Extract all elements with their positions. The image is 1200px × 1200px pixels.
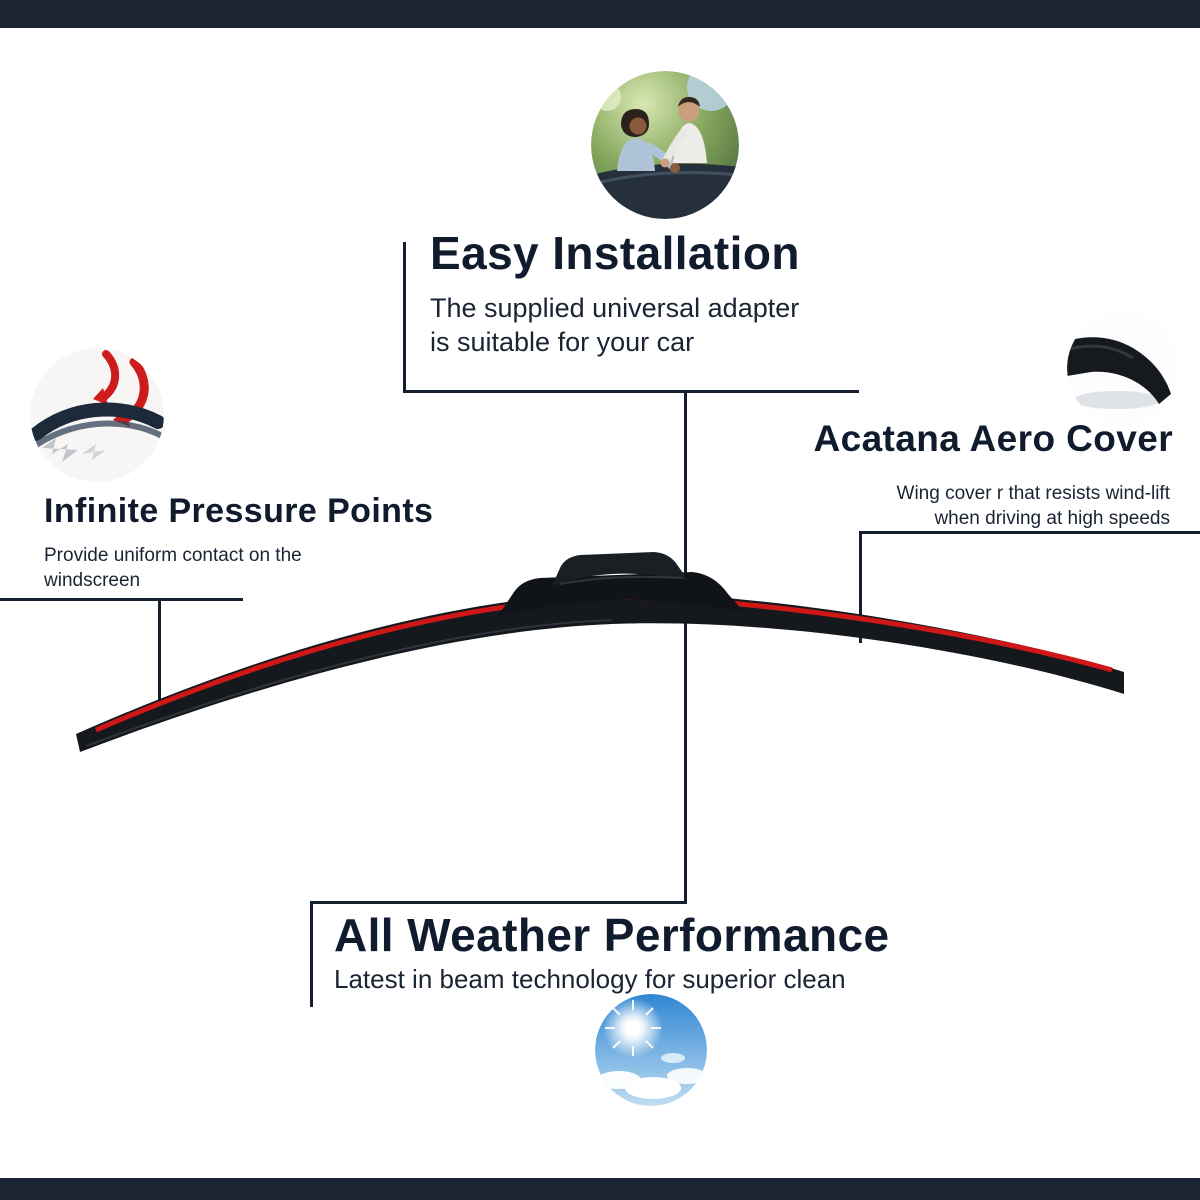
pressure-points-red-arrows-illustration xyxy=(30,348,164,482)
aero-cover-photo xyxy=(1067,312,1179,424)
connector-easy-installation-vertical xyxy=(403,242,406,393)
all-weather-description-line1: Latest in beam technology for superior c… xyxy=(334,964,846,994)
pressure-points-description: Provide uniform contact on the windscree… xyxy=(44,543,302,593)
aero-cover-title: Acatana Aero Cover xyxy=(813,418,1173,459)
top-border-bar xyxy=(0,0,1200,28)
connector-aero-cover-horizontal xyxy=(859,531,1200,534)
connector-all-weather-horizontal xyxy=(310,901,687,904)
wiper-blade-illustration xyxy=(76,552,1124,752)
easy-installation-title: Easy Installation xyxy=(430,227,800,279)
all-weather-description: Latest in beam technology for superior c… xyxy=(334,964,846,994)
aero-cover-description: Wing cover r that resists wind-lift when… xyxy=(897,481,1170,531)
easy-installation-photo xyxy=(591,71,739,219)
easy-installation-description-line1: The supplied universal adapter xyxy=(430,293,800,323)
pressure-points-title: Infinite Pressure Points xyxy=(44,492,434,530)
all-weather-photo xyxy=(595,994,707,1106)
easy-installation-description: The supplied universal adapter is suitab… xyxy=(430,291,799,359)
sunny-blue-sky-photo xyxy=(595,994,707,1106)
connector-all-weather-drop xyxy=(684,620,687,904)
connector-easy-installation-drop xyxy=(684,390,687,590)
pressure-points-photo xyxy=(30,348,164,482)
wiper-blade-image xyxy=(0,538,1200,800)
connector-pressure-points-horizontal xyxy=(0,598,243,601)
easy-installation-description-line2: is suitable for your car xyxy=(430,327,695,357)
connector-aero-cover-vertical xyxy=(859,531,862,643)
aero-cover-description-line1: Wing cover r that resists wind-lift xyxy=(896,483,1170,504)
bottom-border-bar xyxy=(0,1178,1200,1200)
aero-cover-closeup-photo xyxy=(1067,312,1179,424)
pressure-points-description-line1: Provide uniform contact on the xyxy=(44,545,302,566)
connector-pressure-points-vertical xyxy=(158,598,161,706)
all-weather-title: All Weather Performance xyxy=(334,909,890,961)
connector-all-weather-vertical xyxy=(310,901,313,1007)
connector-easy-installation-horizontal xyxy=(403,390,859,393)
pressure-points-description-line2: windscreen xyxy=(44,570,141,591)
aero-cover-description-line2: when driving at high speeds xyxy=(934,508,1170,529)
couple-installing-wiper-photo xyxy=(591,71,739,219)
